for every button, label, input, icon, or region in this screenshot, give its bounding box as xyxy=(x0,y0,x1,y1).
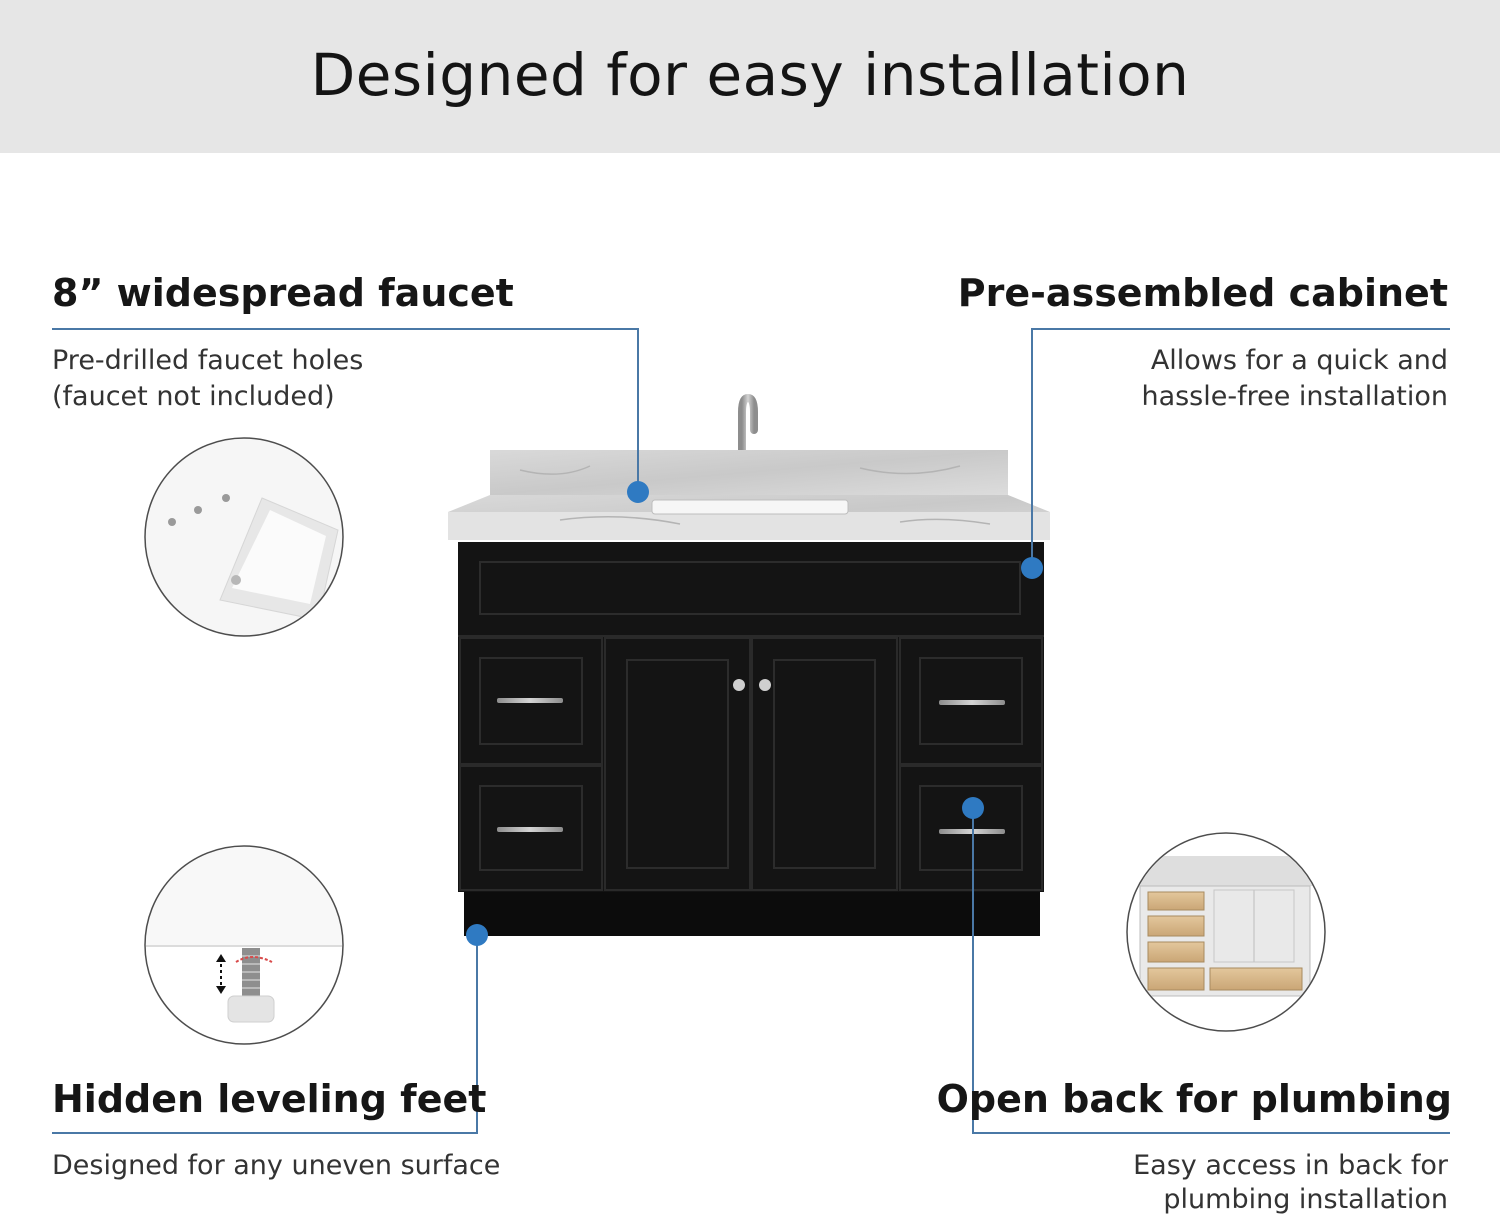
header-banner: Designed for easy installation xyxy=(0,0,1500,153)
sink-detail-image xyxy=(144,437,344,637)
feet-feature-title: Hidden leveling feet xyxy=(52,1077,487,1121)
open-back-detail-image xyxy=(1126,832,1326,1032)
faucet-feature-title: 8” widespread faucet xyxy=(52,271,514,315)
faucet-feature-desc-line2: (faucet not included) xyxy=(52,381,335,412)
cabinet-feature-desc-line2: hassle-free installation xyxy=(1141,381,1448,412)
cabinet-feature-desc-line1: Allows for a quick and xyxy=(1150,345,1448,376)
faucet-feature-desc-line1: Pre-drilled faucet holes xyxy=(52,345,364,376)
cabinet-feature-title: Pre-assembled cabinet xyxy=(957,271,1448,315)
plumbing-feature-title: Open back for plumbing xyxy=(936,1077,1452,1121)
plumbing-feature-desc-line1: Easy access in back for xyxy=(1133,1150,1448,1181)
feet-feature-desc-line1: Designed for any uneven surface xyxy=(52,1150,501,1181)
plumbing-feature-desc-line2: plumbing installation xyxy=(1163,1184,1448,1215)
leveling-feet-detail-image xyxy=(144,845,344,1045)
vanity-cabinet xyxy=(458,542,1044,936)
page-title: Designed for easy installation xyxy=(310,40,1190,109)
marble-countertop xyxy=(448,450,1050,540)
